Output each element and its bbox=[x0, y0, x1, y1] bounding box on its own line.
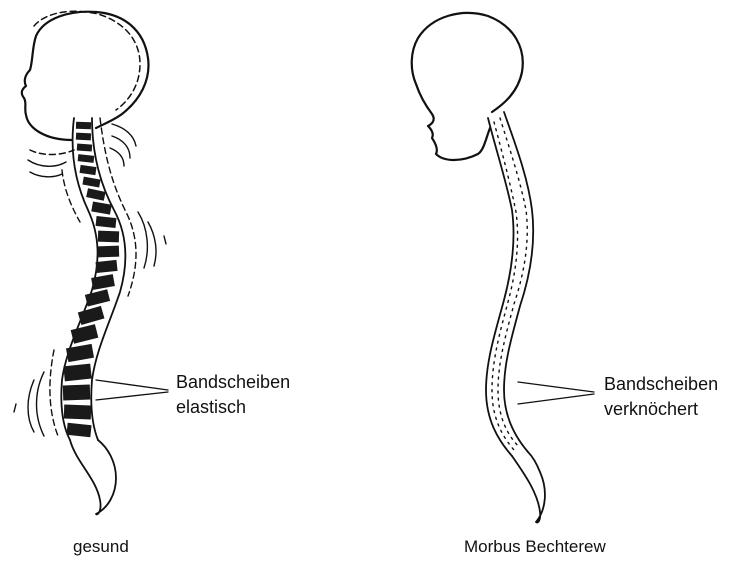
healthy-neck-motion-line bbox=[112, 136, 130, 158]
bechterew-figure: Bandscheiben verknöchert Morbus Bechtere… bbox=[412, 13, 718, 556]
healthy-figure: Bandscheiben elastisch gesund bbox=[14, 11, 290, 556]
vertebra bbox=[76, 122, 91, 130]
vertebra bbox=[80, 165, 97, 175]
vertebra bbox=[78, 306, 105, 325]
healthy-annotation-line1: Bandscheiben bbox=[176, 372, 290, 392]
vertebra bbox=[77, 144, 92, 152]
vertebra bbox=[78, 154, 95, 163]
vertebra bbox=[86, 188, 105, 201]
bechterew-leader-line bbox=[518, 382, 594, 392]
healthy-leader-line bbox=[96, 392, 168, 400]
healthy-low-back-motion-line bbox=[14, 404, 16, 412]
healthy-neck-motion-line bbox=[110, 148, 124, 166]
bechterew-annotation-line2: verknöchert bbox=[604, 399, 698, 419]
healthy-low-back-motion-line bbox=[37, 372, 45, 436]
vertebra bbox=[98, 231, 119, 243]
healthy-neck-motion-line bbox=[28, 160, 66, 166]
bechterew-leader-line bbox=[518, 394, 594, 404]
vertebra bbox=[76, 133, 91, 141]
healthy-back-motion-line bbox=[148, 222, 156, 266]
healthy-back-motion-line bbox=[164, 236, 166, 244]
vertebra bbox=[66, 423, 91, 437]
vertebra bbox=[64, 405, 91, 420]
healthy-leader-line bbox=[96, 380, 168, 390]
vertebra bbox=[98, 246, 119, 258]
healthy-head bbox=[22, 12, 149, 140]
vertebra bbox=[71, 324, 99, 344]
healthy-neck-motion-line bbox=[30, 172, 62, 177]
vertebra bbox=[63, 364, 91, 382]
healthy-back-motion-line bbox=[138, 212, 147, 268]
bechterew-sacrum bbox=[512, 452, 545, 523]
vertebra bbox=[96, 260, 118, 273]
bechterew-annotation-line1: Bandscheiben bbox=[604, 374, 718, 394]
healthy-caption: gesund bbox=[73, 537, 129, 556]
vertebra bbox=[96, 216, 117, 228]
vertebra bbox=[63, 385, 91, 401]
healthy-sacrum bbox=[70, 440, 116, 514]
vertebra bbox=[85, 289, 110, 306]
healthy-annotation-line2: elastisch bbox=[176, 397, 246, 417]
healthy-head-dashed bbox=[34, 11, 140, 110]
healthy-low-back-motion-line bbox=[28, 380, 34, 432]
vertebra bbox=[82, 177, 100, 188]
healthy-spine-dashed-contour bbox=[50, 350, 58, 436]
healthy-chin-dashed bbox=[30, 150, 74, 155]
bechterew-caption: Morbus Bechterew bbox=[464, 537, 606, 556]
vertebra bbox=[91, 202, 111, 215]
